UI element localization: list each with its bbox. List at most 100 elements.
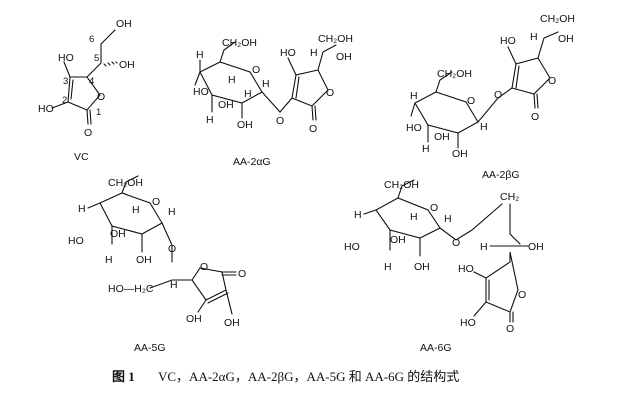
vc-ring-o-label: O <box>97 91 105 103</box>
aa2bg-subs <box>410 102 459 149</box>
aa5g-asc-o: O <box>200 261 208 273</box>
aa2bg-ring-o: O <box>467 95 475 107</box>
aa5g-asc-oh-bonds <box>197 289 233 315</box>
aa2bg-side-ch2oh: CH₂OH <box>540 13 575 25</box>
aa6g-h-3: H <box>410 211 418 223</box>
aa2ag-side-oh: OH <box>336 51 352 63</box>
aa5g-c5-h: H <box>170 279 178 291</box>
aa5g-hoch2: HO—H₂C <box>108 283 154 295</box>
aa6g-asc-ho-1: HO <box>458 263 474 275</box>
aa6g-oh-2: OH <box>414 261 430 273</box>
aa6g-ho-1: HO <box>344 241 360 253</box>
aa6g-glyco-bond <box>439 203 503 241</box>
aa2ag-asc-ho: HO <box>280 47 296 59</box>
aa6g-c5-bond <box>509 203 521 245</box>
aa2ag-h-5: H <box>262 78 270 90</box>
aa5g-ch2oh-bond <box>121 175 139 194</box>
aa5g-h-2: H <box>105 254 113 266</box>
aa6g-oh-1: OH <box>390 234 406 246</box>
aa6g-asc-co-label: O <box>506 323 514 335</box>
aa2bg-asc-oh <box>507 46 517 65</box>
aa6g-c5-oh: OH <box>528 241 544 253</box>
vc-c4-c5-bond <box>86 62 102 78</box>
aa6g-name: AA-6G <box>420 342 452 354</box>
aa2ag-ch2oh-label: CH₂OH <box>222 37 257 49</box>
aa6g-h-5: H <box>444 213 452 225</box>
aa2bg-asc-co-label: O <box>531 111 539 123</box>
aa2ag-oh-2: OH <box>237 119 253 131</box>
vc-num-6: 6 <box>89 34 94 45</box>
aa2bg-name: AA-2βG <box>482 169 520 181</box>
aa6g-link-o: O <box>452 237 460 249</box>
vc-num-3: 3 <box>63 76 68 87</box>
aa6g-asc-ho-2: HO <box>460 317 476 329</box>
aa2bg-ch2oh-bond <box>435 71 453 93</box>
aa2bg-ho-1: HO <box>406 122 422 134</box>
aa5g-glyco-bond <box>161 222 173 263</box>
aa6g-asc-oh-bonds <box>473 271 487 317</box>
aa2ag-name: AA-2αG <box>233 156 271 168</box>
vc-c3-oh-label: HO <box>58 52 74 64</box>
aa2ag-link-o: O <box>276 115 284 127</box>
aa6g-h1: H <box>354 209 362 221</box>
aa5g-subs <box>87 202 143 253</box>
aa2ag-subs <box>194 71 243 119</box>
aa6g-asc-co <box>509 311 514 323</box>
aa5g-name: AA-5G <box>134 342 166 354</box>
vc-c6-oh-label: OH <box>116 18 132 30</box>
vc-c5-oh-label: OH <box>119 59 135 71</box>
aa2bg-glyco-bond <box>477 87 513 123</box>
vc-ring-bonds <box>67 76 101 111</box>
aa5g-link-o: O <box>168 243 176 255</box>
aa2bg-link-o: O <box>494 89 502 101</box>
aa5g-asc-co <box>221 271 237 276</box>
aa2bg-side-oh: OH <box>558 33 574 45</box>
aa2bg-asc-db <box>515 65 520 89</box>
aa5g-asc-oh-1: OH <box>186 313 202 325</box>
aa2bg-asc-co <box>533 93 539 109</box>
vc-num-2: 2 <box>62 95 67 106</box>
aa5g-ho-1: HO <box>68 235 84 247</box>
molecule-aa6g: CH₂OH O H HO OH H OH H H O CH₂ H OH HO H… <box>344 179 544 354</box>
aa5g-c5-bonds <box>149 279 193 289</box>
aa2bg-asc-ring <box>511 57 551 95</box>
vc-c3-oh-bond <box>63 61 71 78</box>
aa6g-asc-ring <box>485 251 519 313</box>
aa5g-h-3: H <box>132 204 140 216</box>
aa2ag-h-4: H <box>228 74 236 86</box>
aa5g-oh-1: OH <box>110 228 126 240</box>
aa2ag-h-2: H <box>206 114 214 126</box>
aa2bg-asc-o: O <box>548 75 556 87</box>
aa2bg-oh-2: OH <box>452 148 468 160</box>
aa2bg-oh-1: OH <box>434 131 450 143</box>
aa6g-h-2: H <box>384 261 392 273</box>
aa5g-ch2oh-label: CH₂OH <box>108 177 143 189</box>
molecule-aa2ag: CH₂OH O H HO H OH OH H H H O HO O O CH₂O… <box>193 33 353 168</box>
aa2bg-side-h: H <box>530 31 538 43</box>
molecule-aa2bg: CH₂OH O H HO H OH OH H O HO O O CH₂OH H … <box>406 13 575 181</box>
aa2ag-oh-1: OH <box>218 99 234 111</box>
molecule-aa5g: CH₂OH O H HO OH H OH H H O HO—H₂C H O O … <box>68 175 246 354</box>
vc-c2-oh-label: HO <box>38 103 54 115</box>
aa2ag-side-ch2oh: CH₂OH <box>318 33 353 45</box>
aa2ag-side-h: H <box>310 47 318 59</box>
vc-c2-oh-bond <box>51 101 69 109</box>
aa2bg-side <box>537 31 559 59</box>
vc-c5-oh-hash <box>103 61 118 67</box>
aa5g-asc-db <box>207 292 229 304</box>
aa2ag-asc-co <box>311 105 317 121</box>
aa5g-h-5: H <box>168 206 176 218</box>
aa2bg-h1: H <box>410 90 418 102</box>
aa5g-asc-oh-2: OH <box>224 317 240 329</box>
aa2ag-asc-db <box>295 76 300 99</box>
figure-caption: 图 1 VC，AA-2αG，AA-2βG，AA-5G 和 AA-6G 的结构式 <box>112 369 459 384</box>
aa2ag-asc-co-label: O <box>309 123 317 135</box>
vc-c6-oh-bond <box>100 29 116 45</box>
aa2bg-h-5: H <box>480 121 488 133</box>
aa2bg-h-2: H <box>422 143 430 155</box>
vc-carbonyl-o-label: O <box>84 127 92 139</box>
vc-carbonyl <box>86 109 92 125</box>
caption-label: 图 1 <box>112 369 135 384</box>
aa5g-asc-ring <box>191 267 227 301</box>
aa2ag-asc-ring <box>291 69 329 107</box>
